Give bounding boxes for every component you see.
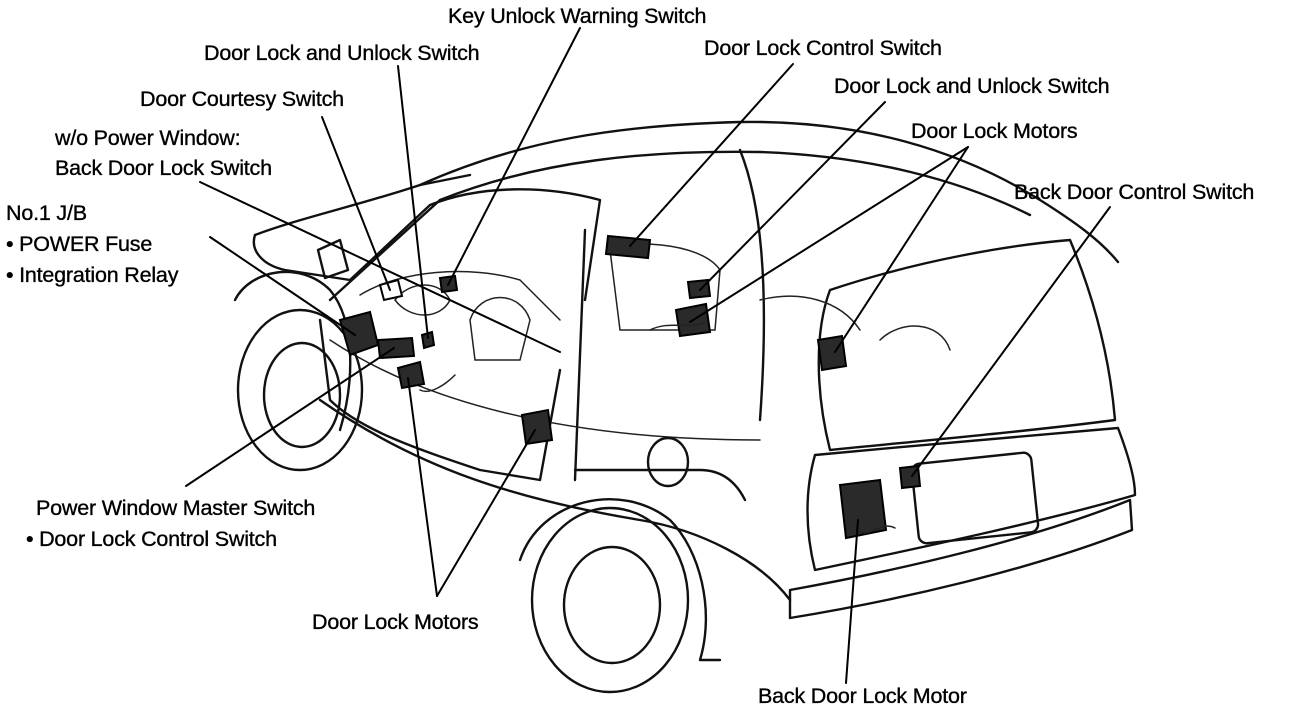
label-door-courtesy-switch: Door Courtesy Switch <box>140 87 344 111</box>
label-back-door-lock-switch: Back Door Lock Switch <box>55 156 272 180</box>
lock-switch-part <box>420 330 436 350</box>
leader-door-lock-motors-top-a <box>689 146 969 323</box>
label-back-door-lock-motor: Back Door Lock Motor <box>758 684 967 708</box>
label-wo-power-window: w/o Power Window: <box>55 126 241 150</box>
label-power-window-master-switch: Power Window Master Switch <box>36 496 316 520</box>
rear-bumper <box>788 498 1134 620</box>
leader-back-door-lock-switch <box>199 181 561 353</box>
roof-inner <box>438 150 1032 217</box>
rear-wheel-tire <box>530 506 690 694</box>
rear-cargo <box>759 295 861 331</box>
rear-door-motor-part <box>520 408 554 446</box>
leader-back-door-control <box>911 206 1111 477</box>
rear-quarter <box>879 325 951 351</box>
side-mirror <box>316 238 350 280</box>
side-body <box>318 398 792 602</box>
dashboard <box>359 270 561 321</box>
label-no1-jb: No.1 J/B <box>6 201 87 225</box>
leader-door-lock-motors-top-b <box>834 146 969 353</box>
leader-lines <box>185 27 1111 684</box>
label-door-lock-unlock-switch-right: Door Lock and Unlock Switch <box>834 74 1110 98</box>
label-door-lock-motors-top: Door Lock Motors <box>911 119 1078 143</box>
rear-wheel-rim <box>562 545 662 665</box>
front-fender <box>233 270 352 432</box>
leader-door-courtesy <box>321 116 391 291</box>
leader-door-lock-control <box>629 63 794 247</box>
label-door-lock-motors-bottom: Door Lock Motors <box>312 610 479 634</box>
a-pillar <box>328 198 442 302</box>
license-plate <box>910 451 1040 545</box>
label-door-lock-control-switch-sub: • Door Lock Control Switch <box>26 527 277 551</box>
junction-block-part <box>338 310 380 357</box>
leader-power-window-master <box>185 347 395 487</box>
leader-back-door-lock-motor <box>845 519 859 684</box>
hood-front <box>252 233 352 282</box>
label-key-unlock-warning-switch: Key Unlock Warning Switch <box>448 4 707 28</box>
components <box>338 234 922 540</box>
fuel-door <box>646 436 690 488</box>
leader-door-lock-unlock-left <box>397 65 429 339</box>
roof-outline <box>418 120 1120 264</box>
windshield <box>348 188 602 302</box>
leader-no1-jb <box>209 236 356 336</box>
leader-key-unlock-warning <box>447 27 581 286</box>
leader-door-lock-unlock-right <box>699 101 886 291</box>
label-back-door-control-switch: Back Door Control Switch <box>1014 180 1255 204</box>
wiring-harness <box>419 321 896 534</box>
label-power-fuse: • POWER Fuse <box>6 232 153 256</box>
front-door <box>318 318 562 482</box>
front-motor-part <box>396 360 426 390</box>
leader-door-lock-motors-bottom-a <box>407 377 438 597</box>
rear-window <box>817 238 1117 452</box>
label-integration-relay: • Integration Relay <box>6 263 179 287</box>
label-door-lock-control-switch: Door Lock Control Switch <box>704 36 942 60</box>
front-wheel-tire <box>236 308 364 472</box>
back-door-motor-part <box>838 478 888 540</box>
front-wheel-rim <box>262 341 342 449</box>
rear-door <box>573 468 747 502</box>
control-switch-part <box>604 234 652 260</box>
b-pillar <box>573 228 587 482</box>
leader-door-lock-motors-bottom-b <box>436 429 536 597</box>
c-pillar <box>738 148 766 422</box>
rear-fender <box>518 498 722 662</box>
label-door-lock-unlock-switch-left: Door Lock and Unlock Switch <box>204 41 480 65</box>
hood-outline <box>253 173 472 237</box>
liftgate <box>806 426 1137 572</box>
vehicle-body <box>233 120 1137 694</box>
seat-front <box>469 296 531 361</box>
